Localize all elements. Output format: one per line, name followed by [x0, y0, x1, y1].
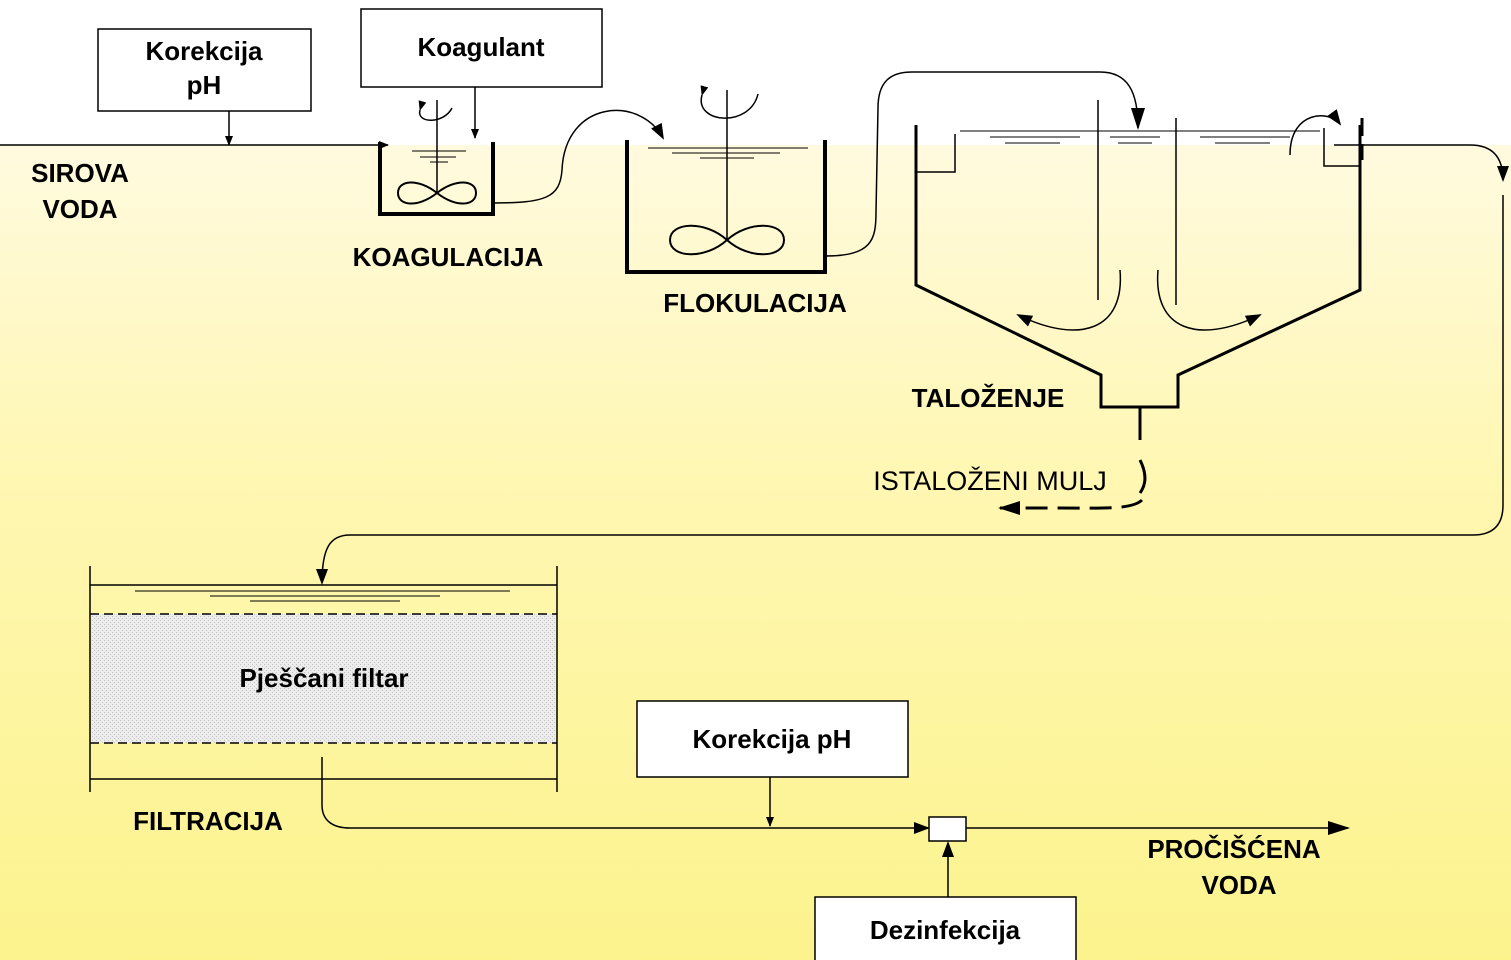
pjescani-filtar-label: Pješčani filtar — [239, 663, 408, 693]
korekcija-ph-bottom-label: Korekcija pH — [693, 724, 852, 754]
sed-outlet-pipe — [1334, 144, 1509, 182]
dezinfekcija-label: Dezinfekcija — [870, 915, 1021, 945]
pipe-floc-to-sed — [824, 71, 1145, 257]
korekcija-ph-bottom-box: Korekcija pH — [636, 700, 909, 778]
sedimentation-tank — [914, 100, 1364, 440]
korekcija-ph-top-label-2: pH — [187, 70, 222, 100]
prociscena-voda-label-1: PROČIŠĆENA — [1147, 834, 1321, 864]
istalozeni-mulj-label: ISTALOŽENI MULJ — [873, 465, 1107, 496]
sirova-voda-label-1: SIROVA — [31, 158, 129, 188]
sed-flow-left-arrow — [1016, 269, 1122, 331]
sand-layer — [91, 614, 556, 743]
background-gradient — [0, 145, 1511, 960]
pipe-coag-to-floc — [492, 109, 664, 204]
flocculation-tank — [625, 85, 827, 274]
sed-flow-right-arrow — [1156, 269, 1262, 331]
flokulacija-label: FLOKULACIJA — [663, 288, 847, 318]
flocculation-mixer-icon — [668, 224, 786, 256]
sand-filter: Pješčani filtar — [89, 566, 558, 792]
korekcija-ph-top-box: Korekcija pH — [97, 28, 312, 112]
koagulacija-label: KOAGULACIJA — [353, 242, 544, 272]
sirova-voda-label-2: VODA — [42, 194, 117, 224]
koagulant-box: Koagulant — [360, 8, 603, 88]
pipe-sed-to-filter — [316, 195, 1504, 585]
coagulation-rotation-icon — [418, 100, 453, 121]
sludge-discharge-arrow — [998, 498, 1144, 515]
pipe-filter-to-dosing — [321, 757, 930, 834]
sed-overflow-arrow — [1289, 109, 1342, 156]
dosing-point — [928, 816, 967, 842]
filtracija-label: FILTRACIJA — [133, 806, 283, 836]
flocculation-rotation-icon — [700, 85, 759, 119]
coagulation-mixer-icon — [396, 181, 478, 205]
korekcija-ph-top-label-1: Korekcija — [145, 36, 263, 66]
prociscena-voda-label-2: VODA — [1201, 870, 1276, 900]
dezinfekcija-box: Dezinfekcija — [814, 896, 1077, 960]
talozenje-label: TALOŽENJE — [912, 383, 1065, 413]
koagulant-label: Koagulant — [417, 32, 544, 62]
coagulation-tank — [378, 100, 495, 216]
